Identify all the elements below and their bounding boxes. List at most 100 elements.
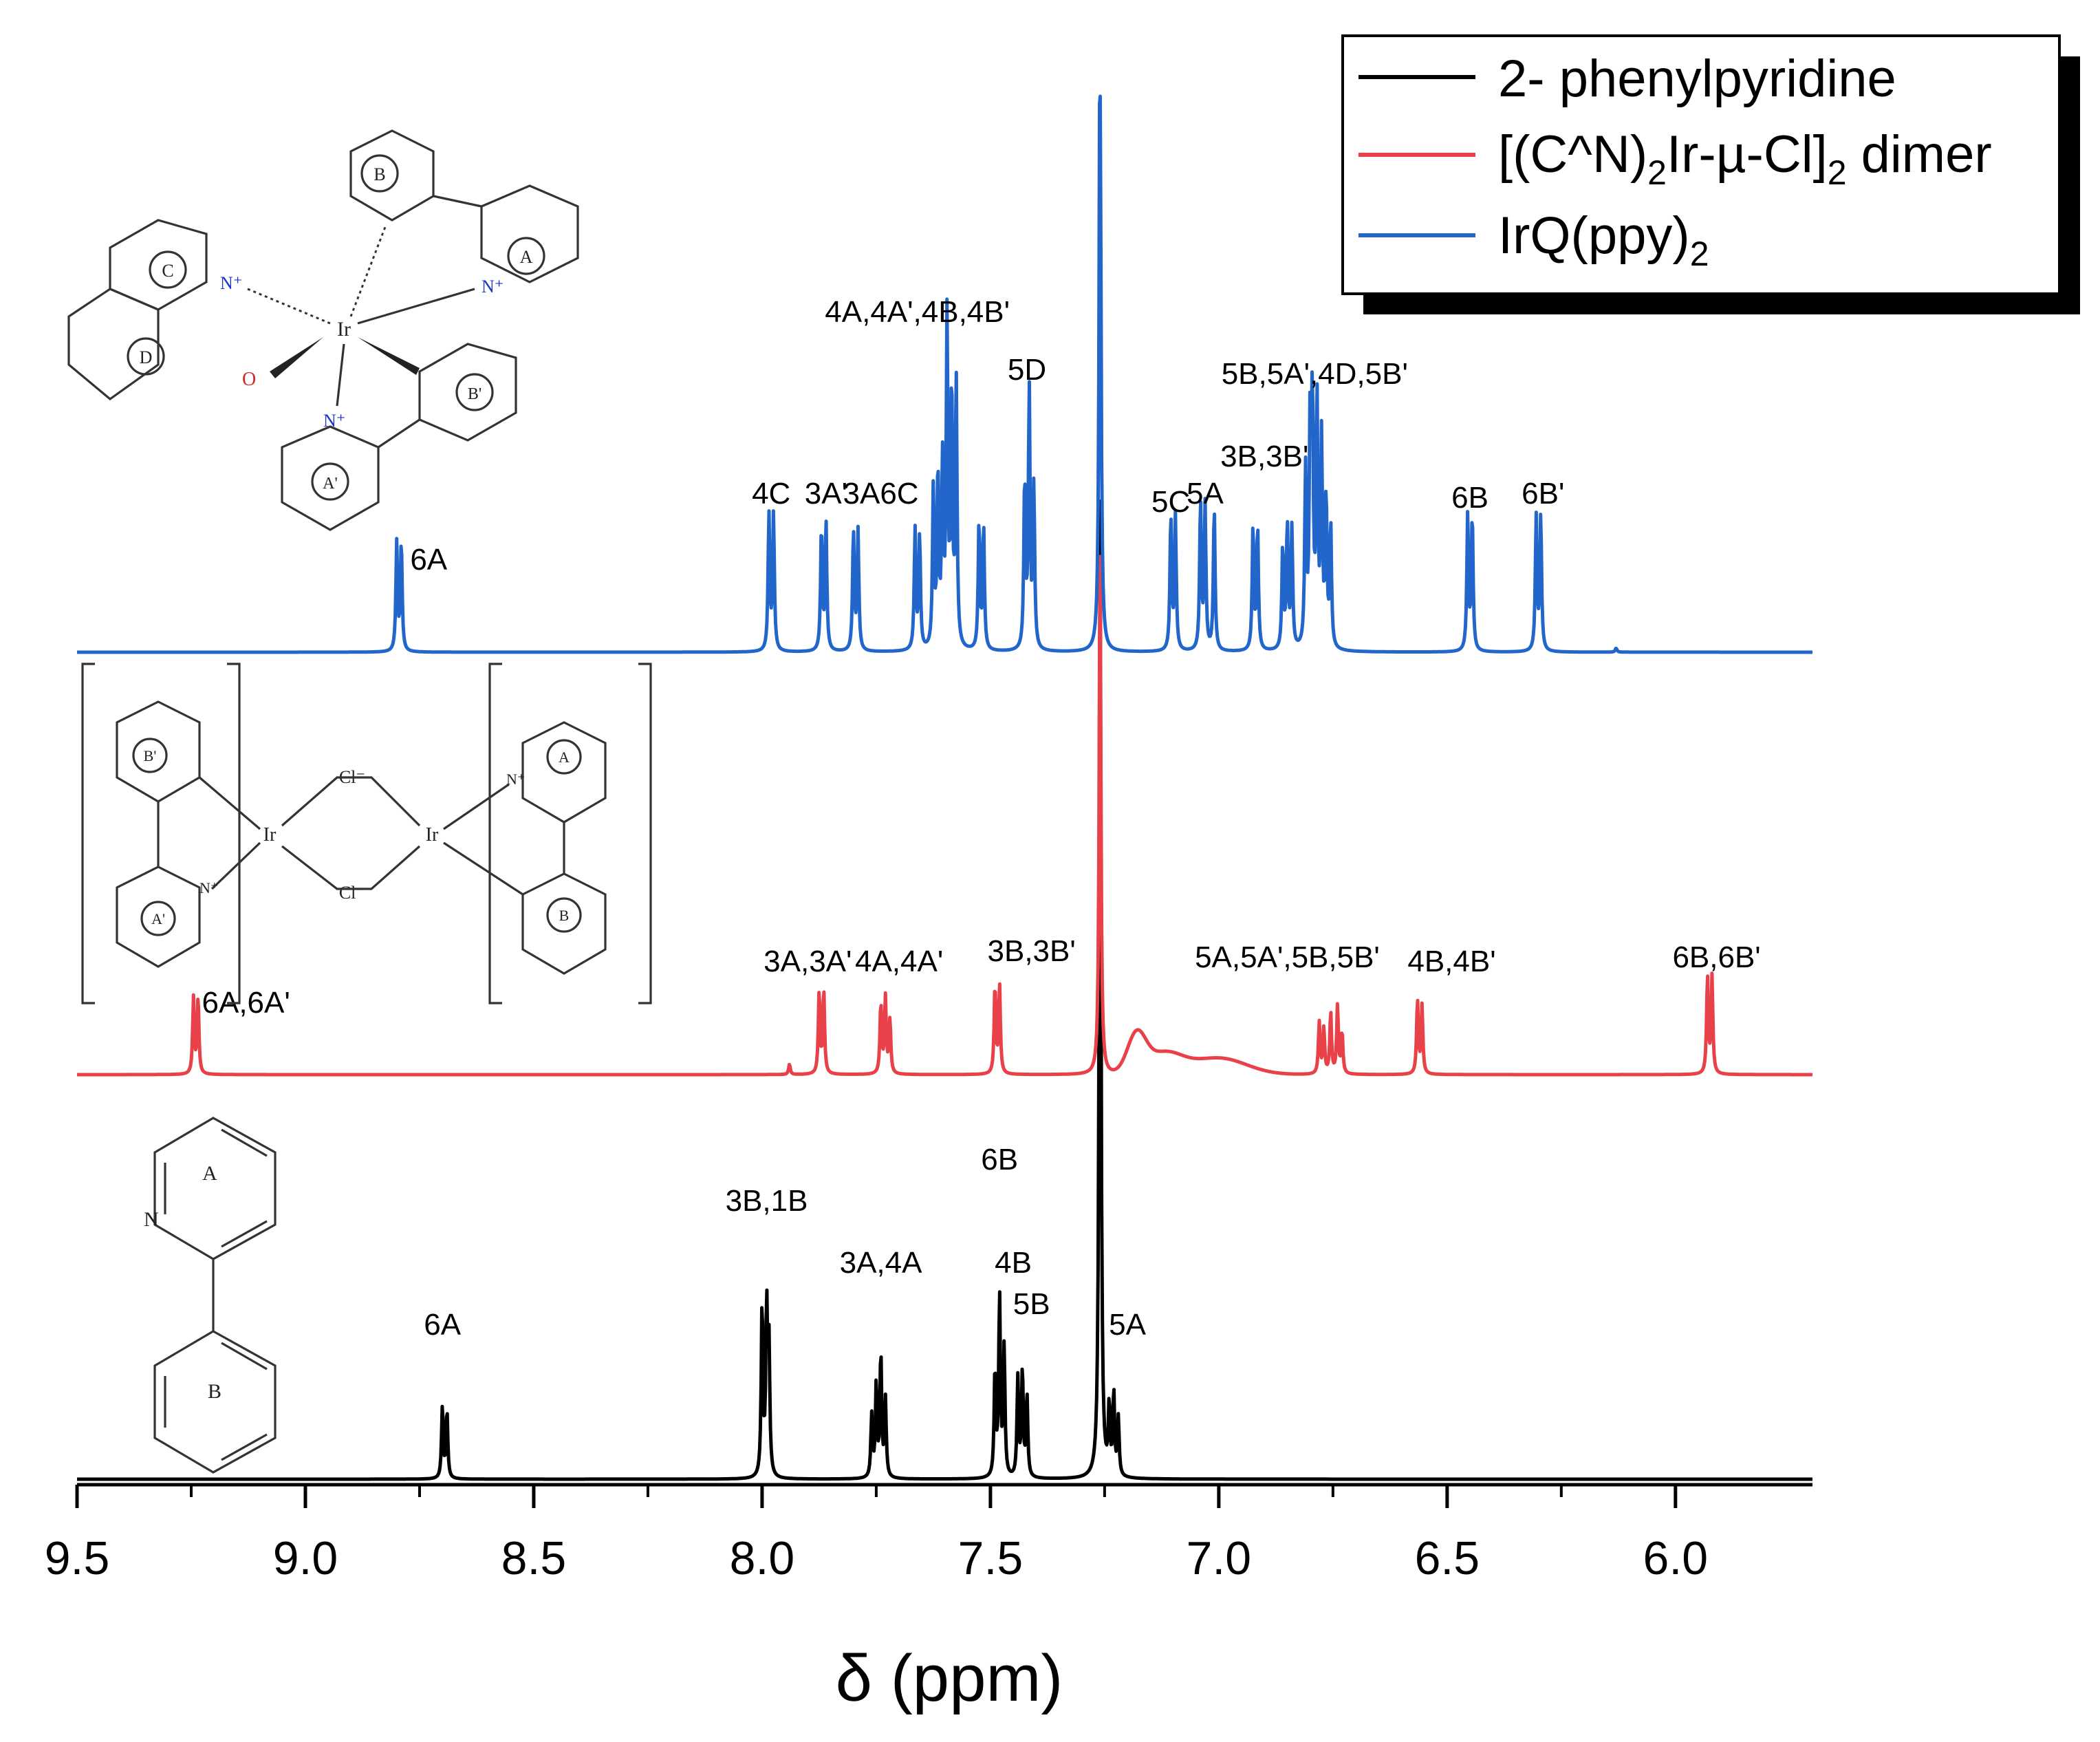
irq-bond-ir-c [247, 288, 331, 325]
irq-n-atom-ap: N⁺ [323, 411, 346, 431]
x-tick-label: 9.0 [273, 1532, 338, 1584]
peak-label: 6A [424, 1308, 461, 1342]
dimer-ring-a-prime [116, 865, 201, 968]
ppy-ring-b-double-3 [221, 1433, 268, 1461]
legend: 2- phenylpyridine [(C^N)2Ir-µ-Cl]2 dimer… [1341, 34, 2080, 314]
peak-label: 5A [1109, 1308, 1146, 1342]
peak-label: 5B [1013, 1287, 1050, 1321]
irq-ring-c-circle [149, 250, 187, 289]
peak-label: 3B,3B' [988, 934, 1076, 968]
irq-ring-d-label: D [140, 347, 153, 367]
irq-bond-ba [433, 195, 482, 208]
legend-label-1-part-a: [(C^N) [1498, 125, 1647, 184]
dimer-bond-ir-ap [210, 841, 261, 890]
irq-ring-b-circle [360, 154, 399, 193]
x-tick-label: 9.5 [45, 1532, 110, 1584]
x-tick-label: 7.5 [958, 1532, 1024, 1584]
structure-irq-ppy2: B A C D B' A' Ir N⁺ N⁺ N⁺ O [67, 129, 579, 531]
irq-bond-ir-o [270, 337, 323, 378]
peak-label: 6B,6B' [1672, 940, 1760, 974]
x-tick-label: 6.5 [1415, 1532, 1480, 1584]
ppy-n-atom: N [144, 1208, 159, 1231]
irq-ring-a-label: A [520, 247, 533, 267]
peak-label: 4C [752, 477, 790, 510]
irq-bond-ir-bp [358, 337, 420, 375]
legend-box [1341, 34, 2061, 295]
irq-ring-a-prime-label: A' [323, 475, 338, 493]
peak-label: 3A,4A [840, 1246, 923, 1280]
dimer-ring-b-prime [116, 700, 201, 803]
irq-ring-c-label: C [162, 261, 173, 281]
irq-ring-d-circle [127, 337, 165, 376]
ppy-ring-a [153, 1117, 277, 1260]
peak-label: 3B,1B [726, 1184, 808, 1218]
peak-label: 5D [1008, 353, 1046, 387]
dimer-ring-a-circle [546, 739, 582, 775]
ppy-ring-b-label: B [208, 1380, 221, 1403]
dimer-bond-ir-bp [198, 776, 261, 830]
irq-o-atom: O [242, 369, 256, 390]
dimer-bracket-right-b [638, 663, 652, 1004]
irq-n-atom-c: N⁺ [220, 273, 243, 293]
dimer-bond-ir-a [443, 783, 510, 830]
ppy-ring-b [153, 1330, 277, 1474]
irq-bond-ir-b [349, 226, 387, 317]
peak-label: 3A6C [843, 477, 919, 510]
x-axis-title: δ (ppm) [836, 1642, 1063, 1715]
irq-ring-b-label: B [374, 164, 385, 184]
peak-label: 5A [1187, 477, 1224, 510]
dimer-bond-ir-b [443, 841, 523, 896]
peak-label: 6A [410, 543, 447, 577]
irq-bond-bpap [378, 418, 420, 449]
legend-label-1-sub-a: 2 [1647, 153, 1667, 192]
dimer-bridge-top [281, 776, 421, 827]
irq-ring-b [349, 129, 435, 222]
spectrum-line-0 [76, 499, 1814, 1481]
x-tick-label: 8.5 [501, 1532, 567, 1584]
ppy-ring-a-double-3 [221, 1220, 268, 1248]
peak-label: 3A,3A' [764, 945, 852, 978]
dimer-ring-a-prime-circle [140, 901, 176, 936]
spectrum-line-1 [76, 555, 1814, 1077]
peak-label: 5A,5A',5B,5B' [1195, 940, 1380, 974]
spectra-layer [76, 94, 1814, 1481]
peak-label: 5C [1151, 485, 1190, 519]
dimer-ring-b-label: B [559, 907, 570, 924]
dimer-bracket-left-b [227, 663, 241, 1004]
ppy-ring-a-label: A [202, 1162, 217, 1185]
peak-label: 4A,4A' [855, 945, 943, 978]
dimer-bracket-left-a [81, 663, 95, 1004]
peak-labels: 6A3B,1B3A,4A6B4B5B5A6A,6A'3A,3A'4A,4A'3B… [202, 295, 1761, 1342]
irq-ring-b-prime-circle [455, 373, 494, 411]
legend-label-2-sub: 2 [1690, 235, 1709, 273]
irq-ring-a-prime-circle [311, 462, 349, 501]
dimer-ring-a-prime-label: A' [151, 910, 165, 927]
peak-label: 6B [1451, 481, 1489, 515]
legend-label-0: 2- phenylpyridine [1498, 50, 1896, 108]
dimer-ring-b-prime-circle [132, 738, 168, 773]
x-tick-label: 7.0 [1187, 1532, 1252, 1584]
irq-ring-a [480, 184, 579, 283]
dimer-bridge-bottom [281, 845, 421, 890]
peak-label: 6B' [1522, 477, 1564, 510]
peak-label: 5B,5A',4D,5B' [1222, 357, 1408, 391]
peak-label: 3A' [805, 477, 847, 510]
peak-label: 4B [995, 1246, 1032, 1280]
ppy-ring-b-double-1 [221, 1342, 268, 1370]
irq-ring-a-circle [507, 237, 545, 275]
legend-label-1-sub-b: 2 [1828, 153, 1847, 192]
legend-label-1-part-c: dimer [1847, 125, 1992, 184]
dimer-ring-b-circle [546, 897, 582, 933]
x-tick-label: 6.0 [1643, 1532, 1709, 1584]
peak-label: 4A,4A',4B,4B' [825, 295, 1010, 329]
legend-label-2: IrQ(ppy)2 [1498, 206, 1709, 273]
dimer-n-atom-right: N⁺ [506, 771, 526, 788]
dimer-ir-atom-left: Ir [263, 824, 277, 846]
peak-label: 3B,3B' [1220, 440, 1308, 473]
legend-label-1: [(C^N)2Ir-µ-Cl]2 dimer [1498, 125, 1992, 192]
legend-label-2-part-a: IrQ(ppy) [1498, 206, 1690, 265]
irq-n-atom-a: N⁺ [481, 277, 504, 297]
dimer-ir-atom-right: Ir [426, 824, 439, 846]
